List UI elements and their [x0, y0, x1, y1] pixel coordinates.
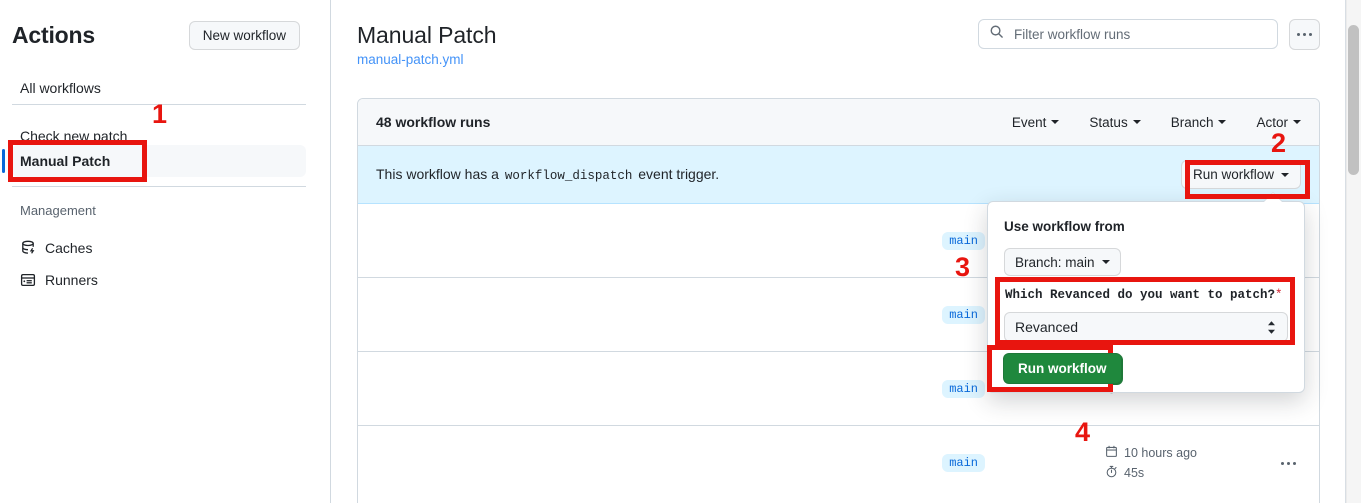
workflow-title: Manual Patch — [357, 22, 497, 48]
filter-label: Branch — [1170, 114, 1214, 130]
sidebar-item-runners[interactable]: Runners — [12, 264, 306, 296]
filter-label: Event — [1011, 114, 1047, 130]
run-workflow-dropdown-label: Run workflow — [1192, 167, 1274, 182]
chevron-down-icon — [1218, 120, 1227, 124]
row-duration: 45s — [1105, 465, 1275, 481]
row-age: 10 hours ago — [1105, 445, 1275, 461]
kebab-horizontal-icon[interactable] — [1289, 19, 1320, 50]
branch-chip[interactable]: main — [942, 379, 985, 398]
branch-chip[interactable]: main — [942, 305, 985, 324]
branch-select-label: Branch: main — [1015, 254, 1095, 270]
page-title-actions: Actions — [12, 22, 95, 48]
sidebar: Actions New workflow All workflows Check… — [0, 0, 331, 503]
input-field-label-text: Which Revanced do you want to patch? — [1005, 288, 1276, 302]
sidebar-divider-2 — [12, 186, 306, 187]
input-field-label: Which Revanced do you want to patch?* — [1005, 288, 1283, 302]
dispatch-text-after: event trigger. — [638, 166, 720, 182]
workflow-runs-header: 48 workflow runs Event Status Branch — [358, 99, 1319, 146]
filter-status-dropdown[interactable]: Status — [1089, 114, 1141, 130]
chevron-down-icon — [1281, 172, 1289, 177]
sidebar-item-label: Check new patch — [20, 128, 128, 144]
row-kebab-icon[interactable] — [1275, 461, 1301, 465]
filter-event-dropdown[interactable]: Event — [1012, 115, 1060, 130]
use-workflow-from-label: Use workflow from — [1004, 219, 1125, 234]
chevron-down-icon — [1293, 120, 1301, 124]
run-workflow-dropdown-button[interactable]: Run workflow — [1180, 160, 1301, 189]
calendar-icon — [1105, 445, 1118, 461]
filter-label: Status — [1089, 114, 1128, 130]
table-row[interactable]: main — [358, 278, 1319, 352]
new-workflow-button[interactable]: New workflow — [188, 21, 300, 50]
table-row[interactable]: main 10 hours ago — [358, 426, 1319, 500]
sidebar-section-management: Management — [20, 203, 96, 218]
filter-branch-dropdown[interactable]: Branch — [1171, 115, 1227, 130]
kebab-dot — [1303, 33, 1306, 36]
sidebar-divider-1 — [12, 104, 306, 105]
kebab-dot — [1280, 461, 1284, 465]
sidebar-item-label: Runners — [45, 272, 98, 288]
table-row[interactable]: main — [358, 204, 1319, 278]
row-age-text: 10 hours ago — [1124, 446, 1197, 460]
content-right-border — [1345, 0, 1346, 503]
search-icon — [989, 24, 1004, 44]
revanced-select-value: Revanced — [1015, 319, 1079, 335]
filter-workflow-runs-field[interactable] — [978, 19, 1278, 49]
kebab-dot — [1292, 461, 1296, 465]
runners-icon — [20, 272, 36, 288]
workflow-dispatch-banner: This workflow has a workflow_dispatch ev… — [358, 146, 1319, 204]
kebab-dot — [1297, 33, 1300, 36]
required-asterisk: * — [1275, 288, 1283, 302]
cache-icon — [20, 240, 36, 256]
sidebar-item-manual-patch[interactable]: Manual Patch — [2, 145, 306, 177]
sidebar-header: Actions New workflow — [12, 20, 314, 52]
scrollbar-thumb[interactable] — [1348, 25, 1359, 175]
chevron-down-icon — [1101, 260, 1110, 264]
kebab-dot — [1286, 461, 1290, 465]
row-meta: 10 hours ago 45s — [1105, 445, 1275, 481]
sidebar-item-all-workflows[interactable]: All workflows — [12, 72, 306, 104]
page-scrollbar[interactable] — [1346, 0, 1361, 503]
row-duration-text: 45s — [1124, 466, 1145, 480]
dispatch-text-before: This workflow has a — [376, 166, 499, 182]
search-input[interactable] — [1012, 25, 1267, 43]
branch-chip[interactable]: main — [942, 231, 985, 250]
sidebar-item-label: Caches — [45, 240, 93, 256]
popup-caret — [1264, 193, 1282, 202]
dispatch-banner-text: This workflow has a workflow_dispatch ev… — [376, 166, 719, 183]
dispatch-event-code: workflow_dispatch — [504, 169, 633, 183]
workflow-runs-filters: Event Status Branch Actor — [1012, 115, 1301, 130]
kebab-dot — [1309, 33, 1312, 36]
sort-arrows-icon — [1266, 320, 1277, 335]
chevron-down-icon — [1132, 120, 1141, 124]
filter-actor-dropdown[interactable]: Actor — [1256, 115, 1301, 130]
run-workflow-submit-button-overlay[interactable]: Run workflow — [1003, 353, 1122, 384]
sidebar-item-caches[interactable]: Caches — [12, 232, 306, 264]
branch-select-button[interactable]: Branch: main — [1004, 248, 1121, 276]
sidebar-item-label: All workflows — [20, 80, 101, 96]
stopwatch-icon — [1105, 465, 1118, 481]
revanced-select[interactable]: Revanced — [1004, 312, 1288, 342]
chevron-down-icon — [1051, 120, 1060, 124]
filter-label: Actor — [1256, 114, 1288, 130]
workflow-runs-count: 48 workflow runs — [376, 114, 491, 130]
branch-chip[interactable]: main — [942, 454, 985, 472]
workflow-file-link[interactable]: manual-patch.yml — [357, 52, 464, 67]
sidebar-item-label: Manual Patch — [20, 153, 111, 169]
